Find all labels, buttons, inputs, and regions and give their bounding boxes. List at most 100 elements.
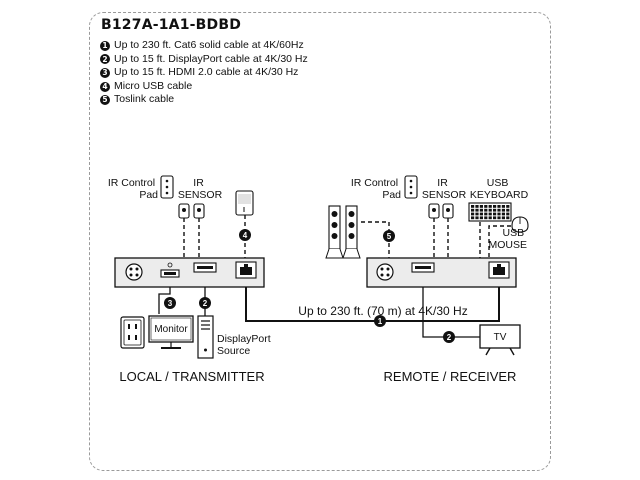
power-outlet-icon (120, 316, 145, 349)
ir-control-pad-label-left: IR Control Pad (108, 177, 158, 201)
keyboard-key (484, 216, 488, 220)
ir-jack-icon (178, 203, 190, 219)
legend-item-3: 3 Up to 15 ft. HDMI 2.0 cable at 4K/30 Hz (100, 66, 308, 80)
displayport-source-label: DisplayPort Source (217, 333, 274, 357)
legend-number-1: 1 (100, 40, 110, 51)
hdmi-port-icon (160, 262, 180, 278)
badge-dp-right-icon (443, 331, 455, 343)
keyboard-key (493, 208, 497, 212)
usb-mouse-cable (488, 225, 511, 258)
keyboard-key (501, 205, 505, 208)
keyboard-key (506, 216, 510, 220)
legend-text-2: Up to 15 ft. DisplayPort cable at 4K/30 … (114, 52, 308, 65)
keyboard-key (497, 208, 501, 212)
product-title: B127A-1A1-BDBD (101, 17, 242, 33)
keyboard-key (479, 216, 483, 220)
keyboard-icon (468, 202, 512, 222)
rj45-port-icon (235, 261, 257, 279)
keyboard-key (493, 205, 497, 208)
power-port-icon (125, 263, 143, 281)
monitor-label: Monitor (154, 324, 188, 335)
keyboard-key (475, 212, 479, 216)
displayport-source-pc-icon (197, 315, 214, 359)
local-transmitter-label: LOCAL / TRANSMITTER (119, 369, 264, 384)
usb-mouse-label: USB MOUSE (488, 227, 527, 251)
ir-jack-icon (428, 203, 440, 219)
cable-span-label: Up to 230 ft. (70 m) at 4K/30 Hz (298, 304, 467, 318)
ir-control-pad-icon (160, 175, 174, 199)
badge-cat6-icon (374, 315, 386, 327)
badge-dp-left-number: 2 (203, 299, 208, 308)
keyboard-key (471, 216, 475, 220)
receiver-unit (366, 257, 517, 288)
ir-control-pad-icon (404, 175, 418, 199)
cable-legend: 1 Up to 230 ft. Cat6 solid cable at 4K/60… (100, 39, 308, 107)
badge-usb-number: 4 (243, 231, 248, 240)
legend-text-1: Up to 230 ft. Cat6 solid cable at 4K/60H… (114, 39, 304, 51)
keyboard-key (484, 212, 488, 216)
legend-item-5: 5 Toslink cable (100, 93, 308, 107)
hdmi-cable (158, 284, 171, 314)
keyboard-key (497, 212, 501, 216)
keyboard-key (479, 212, 483, 216)
ir-jack-icon (442, 203, 454, 219)
keyboard-key (475, 216, 479, 220)
legend-item-1: 1 Up to 230 ft. Cat6 solid cable at 4K/60… (100, 39, 308, 53)
mouse-icon (511, 216, 529, 233)
badge-dp-right-number: 2 (447, 333, 452, 342)
legend-number-2: 2 (100, 54, 110, 65)
keyboard-key (471, 205, 475, 208)
ir-sensor-label-left: IR SENSOR (178, 177, 223, 201)
tv-icon (479, 324, 521, 356)
legend-number-5: 5 (100, 95, 110, 106)
cable-number-badges: 1 2 2 3 4 5 (164, 229, 455, 343)
cables (158, 215, 511, 338)
keyboard-key (484, 208, 488, 212)
badge-dp-left-icon (199, 297, 211, 309)
badge-cat6-number: 1 (378, 317, 383, 326)
badge-toslink-number: 5 (387, 232, 392, 241)
monitor-icon (148, 315, 194, 349)
keyboard-key (471, 208, 475, 212)
legend-text-3: Up to 15 ft. HDMI 2.0 cable at 4K/30 Hz (114, 66, 299, 79)
keyboard-key (493, 216, 497, 220)
keyboard-key (493, 212, 497, 216)
legend-text-4: Micro USB cable (114, 79, 193, 92)
legend-number-3: 3 (100, 67, 110, 78)
toslink-cable (361, 221, 390, 258)
power-port-icon (376, 263, 394, 281)
keyboard-key (506, 205, 510, 208)
displayport-port-icon (411, 262, 435, 273)
remote-receiver-label: REMOTE / RECEIVER (384, 369, 517, 384)
keyboard-key (506, 208, 510, 212)
badge-hdmi-icon (164, 297, 176, 309)
keyboard-key (488, 208, 492, 212)
keyboard-key (484, 205, 488, 208)
keyboard-key (501, 208, 505, 212)
keyboard-key (475, 208, 479, 212)
keyboard-key (488, 212, 492, 216)
usb-power-adapter-icon (235, 190, 254, 216)
keyboard-key (506, 212, 510, 216)
keyboard-key (501, 216, 505, 220)
transmitter-unit (114, 257, 265, 288)
rj45-port-icon (488, 261, 510, 279)
tv-label: TV (494, 332, 507, 343)
speakers-icon (325, 205, 361, 259)
keyboard-key (488, 216, 492, 220)
legend-item-2: 2 Up to 15 ft. DisplayPort cable at 4K/30… (100, 53, 308, 67)
displayport-cable-right (422, 274, 480, 338)
keyboard-key (488, 205, 492, 208)
keyboard-key (497, 216, 501, 220)
badge-toslink-icon (383, 230, 395, 242)
usb-keyboard-label: USB KEYBOARD (470, 177, 529, 201)
displayport-port-icon (193, 262, 217, 273)
keyboard-key (479, 205, 483, 208)
keyboard-key (497, 205, 501, 208)
ir-sensor-label-right: IR SENSOR (422, 177, 467, 201)
badge-usb-icon (239, 229, 251, 241)
diagram-frame (89, 12, 551, 471)
legend-text-5: Toslink cable (114, 93, 175, 106)
badge-hdmi-number: 3 (168, 299, 173, 308)
